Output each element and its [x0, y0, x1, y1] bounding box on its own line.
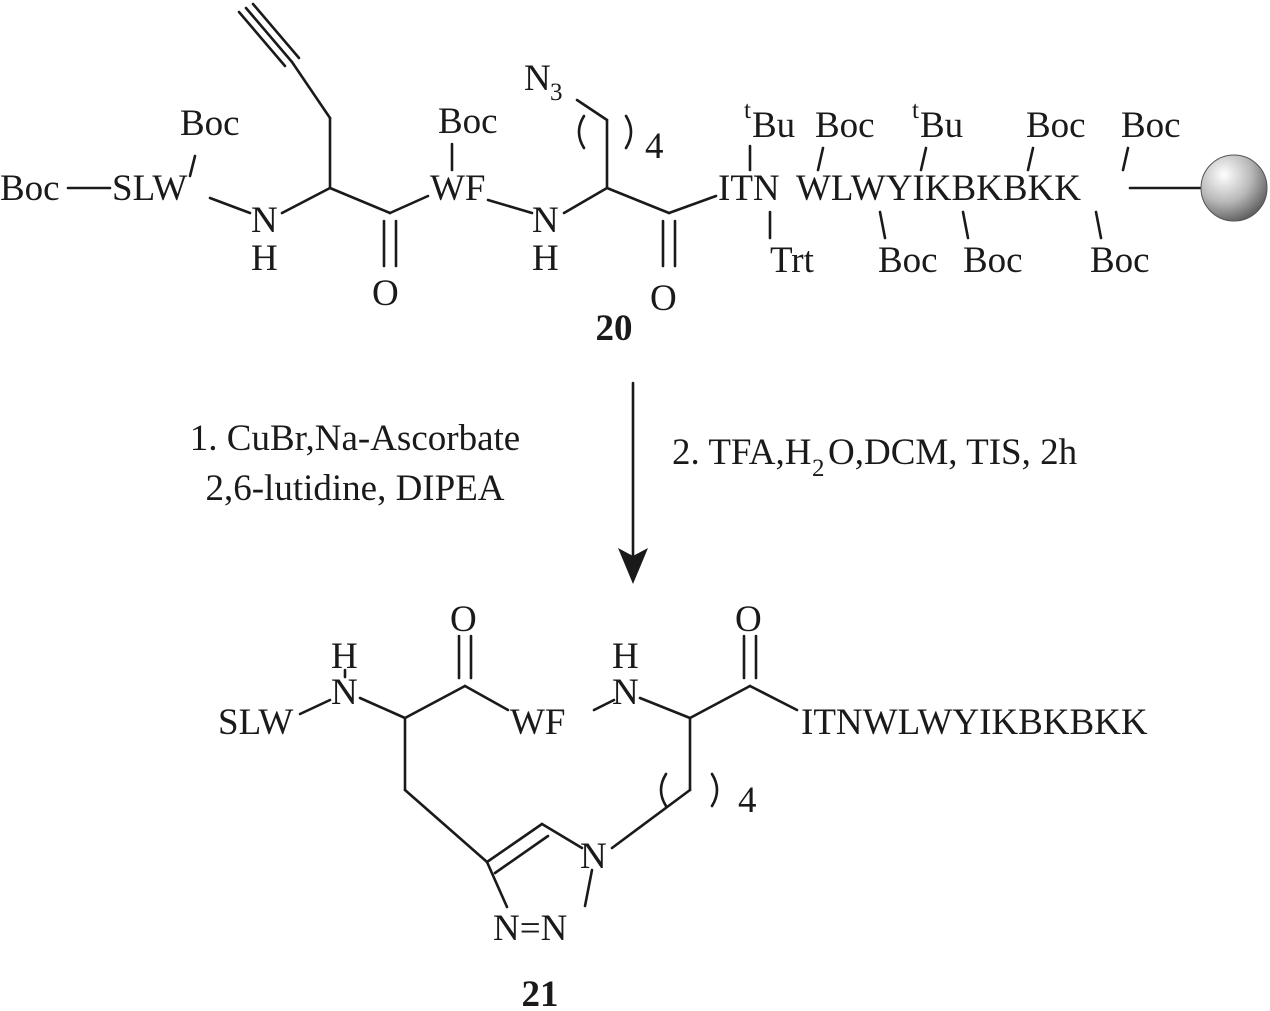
boc-label: Boc: [0, 168, 60, 209]
slw-label: SLW: [112, 168, 187, 209]
reaction-arrow: [618, 381, 648, 584]
compound-21-bonds: [298, 634, 799, 909]
close-paren: [624, 114, 633, 150]
carbonyl-o-label: O: [372, 273, 399, 314]
azide-label: N 3: [524, 58, 563, 106]
trt-label: Trt: [770, 240, 815, 281]
compound-21-number: 21: [522, 974, 559, 1011]
boc-label: Boc: [1026, 105, 1086, 146]
azide-subscript: 3: [550, 79, 563, 106]
carbonyl-o-label: O: [450, 599, 477, 640]
triazole-n1-label: N: [580, 836, 607, 877]
step1-conditions-line1: 1. CuBr,Na-Ascorbate: [190, 418, 520, 459]
nh-h-label: H: [331, 636, 358, 677]
boc-label: Boc: [1121, 105, 1181, 146]
nh-n-label: N: [331, 672, 358, 713]
open-paren: [577, 114, 586, 150]
itn-label: ITN: [718, 168, 780, 209]
carbonyl-o-label: O: [650, 278, 677, 319]
compound-21: SLW H N O WF H N O ITNWLWYIKBKBKK 4 N N=…: [218, 599, 1148, 1011]
tbu-label: t Bu: [912, 97, 963, 146]
resin-bead-icon: [1200, 154, 1268, 222]
bu-label: Bu: [752, 105, 795, 146]
tbu-label: t Bu: [744, 97, 795, 146]
step2-conditions: 2. TFA,H 2 O,DCM, TIS, 2h: [672, 432, 1078, 482]
boc-label: Boc: [815, 105, 875, 146]
nh-n-label: N: [251, 200, 278, 241]
arrowhead-icon: [618, 548, 648, 584]
nh-n-label: N: [532, 200, 559, 241]
step2-conditions-prefix: 2. TFA,H: [672, 432, 811, 473]
tert-superscript: t: [912, 97, 919, 124]
slw-label: SLW: [218, 702, 293, 743]
repeat-count-label: 4: [645, 126, 664, 167]
peptide-chain-label: WLWYIKBKBKK: [796, 168, 1081, 209]
compound-20: Boc SLW Boc N H O WF Boc N H O N 3 4 ITN…: [0, 2, 1268, 349]
open-paren: [659, 772, 668, 808]
boc-label: Boc: [180, 103, 240, 144]
azide-n-label: N: [524, 58, 551, 99]
wf-label: WF: [430, 168, 486, 209]
boc-label: Boc: [878, 240, 938, 281]
nh-h-label: H: [612, 636, 639, 677]
peptide-chain-label: ITNWLWYIKBKBKK: [801, 702, 1148, 743]
step2-conditions-subscript: 2: [812, 455, 825, 482]
close-paren: [710, 772, 719, 808]
step1-conditions-line2: 2,6-lutidine, DIPEA: [205, 468, 504, 509]
compound-20-bonds: [66, 2, 1202, 268]
wf-label: WF: [510, 702, 566, 743]
nh-h-label: H: [251, 238, 278, 279]
tert-superscript: t: [744, 97, 751, 124]
compound-20-number: 20: [596, 308, 633, 349]
step2-conditions-suffix: O,DCM, TIS, 2h: [828, 432, 1078, 473]
boc-label: Boc: [438, 101, 498, 142]
repeat-count-label: 4: [738, 780, 757, 821]
nh-h-label: H: [532, 238, 559, 279]
boc-label: Boc: [963, 240, 1023, 281]
bu-label: Bu: [920, 105, 963, 146]
boc-label: Boc: [1090, 240, 1150, 281]
carbonyl-o-label: O: [735, 599, 762, 640]
nh-n-label: N: [612, 672, 639, 713]
triazole-n-double-label: N=N: [493, 908, 567, 949]
